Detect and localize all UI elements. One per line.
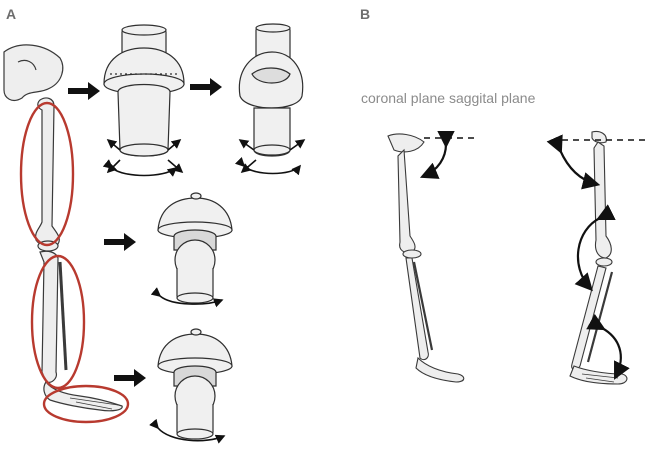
- pelvis-bone: [4, 45, 63, 101]
- fibula-bone: [60, 262, 66, 370]
- joint-sequence-arrow: [190, 78, 222, 96]
- hip-arrow: [68, 82, 100, 100]
- segment-highlights: [21, 103, 128, 422]
- femur-bone: [36, 98, 60, 246]
- ball-joint-1: [104, 25, 184, 156]
- ankle-joint-model: [158, 329, 232, 439]
- knee-joint-model: [158, 193, 232, 303]
- sagittal-ankle-arrow: [602, 328, 621, 376]
- coronal-leg-skeleton: [388, 134, 464, 382]
- ankle-arrow: [114, 369, 146, 387]
- ball-joint-2: [239, 24, 302, 156]
- sagittal-hip-arrow: [560, 150, 596, 184]
- coronal-angle-arrow: [424, 144, 446, 176]
- coronal-plane-guide: [424, 138, 476, 176]
- knee-arrow: [104, 233, 136, 251]
